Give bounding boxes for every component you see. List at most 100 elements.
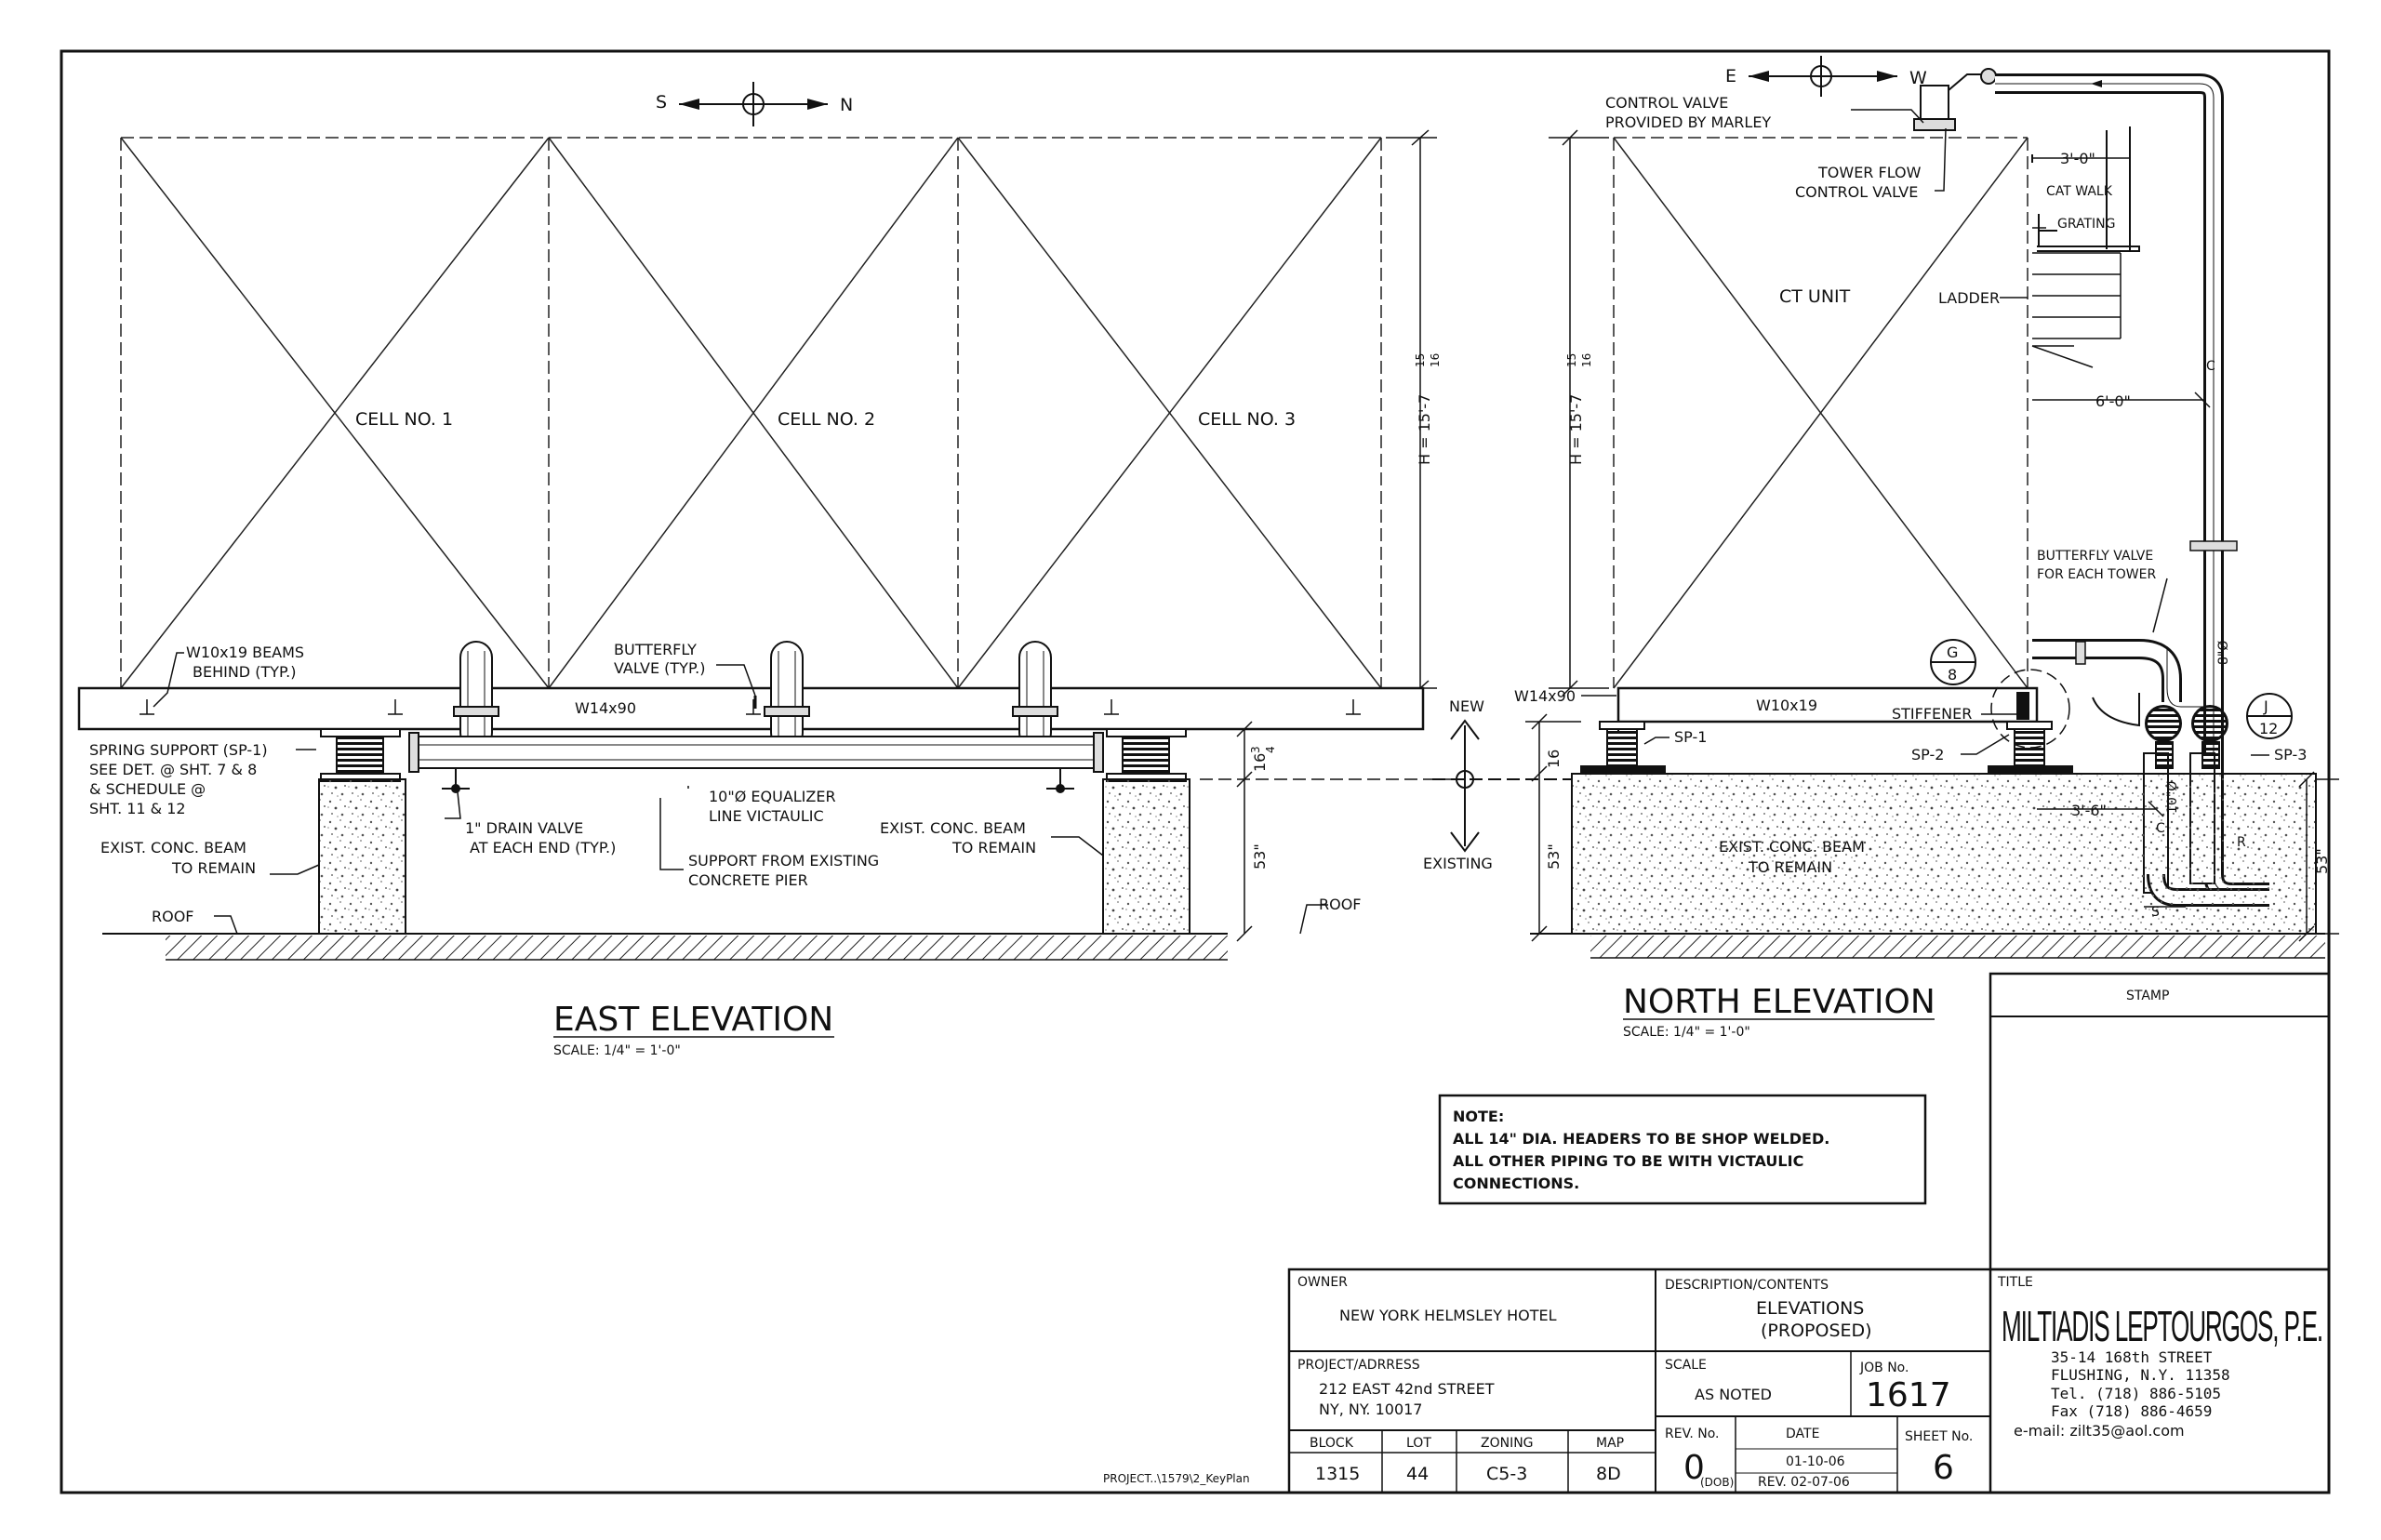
existing-label: EXISTING	[1423, 855, 1493, 872]
engineer-line1: 35-14 168th STREET	[2051, 1348, 2213, 1366]
rev-date: REV. 02-07-06	[1758, 1475, 1850, 1490]
zoning-label: ZONING	[1481, 1436, 1534, 1451]
exist-beam-left-line1: EXIST. CONC. BEAM	[100, 839, 246, 856]
north-height-frac-num: 15	[1565, 353, 1578, 367]
note-title: NOTE:	[1453, 1108, 1504, 1125]
equalizer-line2: LINE VICTAULIC	[709, 807, 824, 825]
tower-flow-line2: CONTROL VALVE	[1795, 183, 1918, 201]
detail-j-top: J	[2263, 697, 2268, 715]
compass-north-e: E	[1725, 66, 1736, 86]
concrete-pier-right	[1103, 779, 1190, 934]
north-dim-53: 53"	[1545, 843, 1563, 870]
butterfly-each-line1: BUTTERFLY VALVE	[2037, 549, 2153, 564]
drain-valve-line1: 1" DRAIN VALVE	[465, 819, 583, 837]
desc-line1: ELEVATIONS	[1756, 1298, 1864, 1319]
sp2-label: SP-2	[1911, 746, 1944, 763]
rev-dob: (DOB)	[1700, 1476, 1734, 1489]
east-vertical-dims	[1200, 722, 1451, 941]
east-elevation-title: EAST ELEVATION	[553, 1001, 833, 1039]
beam-w10x19	[1618, 688, 2037, 722]
east-dim-16-den: 4	[1264, 746, 1277, 753]
north-elevation: E W CT UNIT H = 15'-7 15 16	[1423, 56, 2339, 1040]
title-block-text: STAMP OWNER NEW YORK HELMSLEY HOTEL DESC…	[1103, 989, 2324, 1490]
sp3-label: SP-3	[2274, 746, 2307, 763]
east-height-text: H = 15'-7	[1416, 394, 1433, 465]
s-label: S	[2151, 905, 2160, 920]
block-label: BLOCK	[1310, 1436, 1354, 1451]
project-line1: 212 EAST 42nd STREET	[1319, 1380, 1495, 1398]
drain-valves	[442, 768, 1074, 792]
pipe-8-label: 8"Ø	[2216, 641, 2231, 665]
east-elevation-scale: SCALE: 1/4" = 1'-0"	[553, 1043, 681, 1058]
riser-pipes	[454, 642, 1057, 749]
detail-j-bottom: 12	[2259, 720, 2278, 737]
w10-beams-line1: W10x19 BEAMS	[186, 644, 304, 661]
block-value: 1315	[1315, 1464, 1360, 1484]
ct-unit-label: CT UNIT	[1779, 286, 1851, 307]
date-value: 01-10-06	[1786, 1454, 1845, 1469]
sheet-label: SHEET No.	[1905, 1429, 1973, 1444]
beam-w14x90	[79, 688, 1423, 729]
ladder	[2032, 253, 2121, 367]
engineer-name: MILTIADIS LEPTOURGOS, P.E.	[2002, 1302, 2322, 1350]
spring-supports-north	[1581, 722, 2072, 774]
cell-label-2: CELL NO. 2	[778, 409, 875, 430]
pipe-10-label: 10"Ø	[2165, 781, 2180, 814]
lot-label: LOT	[1406, 1436, 1431, 1451]
job-label: JOB No.	[1859, 1361, 1909, 1375]
job-value: 1617	[1866, 1376, 1951, 1414]
centerline-1: C	[2206, 359, 2215, 374]
owner-value: NEW YORK HELMSLEY HOTEL	[1339, 1307, 1557, 1324]
stamp-label: STAMP	[2126, 989, 2169, 1003]
new-label: NEW	[1449, 697, 1484, 715]
engineer-line4: Fax (718) 886-4659	[2051, 1402, 2212, 1420]
roof-right-label: ROOF	[1319, 896, 1362, 913]
detail-g-top: G	[1947, 644, 1958, 661]
title-label: TITLE	[1997, 1275, 2033, 1290]
engineer-line2: FLUSHING, N.Y. 11358	[2051, 1366, 2230, 1384]
detail-g-bottom: 8	[1948, 666, 1957, 684]
note-box: NOTE: ALL 14" DIA. HEADERS TO BE SHOP WE…	[1440, 1095, 1925, 1203]
detail-bubble-g8: G 8	[1931, 640, 1975, 684]
support-pier-line1: SUPPORT FROM EXISTING	[688, 852, 879, 870]
north-dim-16: 16	[1545, 750, 1563, 768]
control-valve-line2: PROVIDED BY MARLEY	[1605, 113, 1771, 131]
east-dim-53: 53"	[1251, 843, 1269, 870]
sheet-border	[61, 51, 2329, 1493]
note-line1: ALL 14" DIA. HEADERS TO BE SHOP WELDED.	[1453, 1130, 1829, 1148]
exist-beam-left-line2: TO REMAIN	[171, 859, 256, 877]
tower-flow-line1: TOWER FLOW	[1817, 164, 1922, 181]
map-value: 8D	[1596, 1464, 1621, 1484]
compass-east-n: N	[840, 95, 853, 115]
new-existing-marker	[1432, 721, 1572, 851]
w10-label: W10x19	[1756, 697, 1817, 714]
spring-support-line2: SEE DET. @ SHT. 7 & 8	[89, 761, 257, 778]
cell-label-3: CELL NO. 3	[1198, 409, 1296, 430]
note-line2: ALL OTHER PIPING TO BE WITH VICTAULIC	[1453, 1152, 1803, 1170]
project-label: PROJECT/ADRRESS	[1297, 1358, 1420, 1373]
cell-label-1: CELL NO. 1	[355, 409, 453, 430]
w10-beams-line2: BEHIND (TYP.)	[193, 663, 296, 681]
centerline-2: C	[2156, 821, 2165, 836]
compass-north-w: W	[1909, 68, 1927, 88]
project-path: PROJECT..\1579\2_KeyPlan	[1103, 1472, 1250, 1485]
east-height-frac-den: 16	[1429, 353, 1442, 367]
spring-supports-east	[321, 729, 1186, 781]
north-dim-53-right: 53"	[2313, 848, 2331, 874]
north-height-frac-den: 16	[1580, 353, 1593, 367]
title-block	[1289, 974, 2329, 1493]
desc-line2: (PROPOSED)	[1761, 1321, 1872, 1341]
catwalk	[2032, 126, 2139, 251]
stiffener-label: STIFFENER	[1892, 705, 1972, 723]
east-leaders	[153, 653, 1328, 934]
beam-w14x90-label: W14x90	[575, 699, 636, 717]
east-elevation: S N CELL NO. 1 CELL NO. 2 CELL NO. 3	[79, 82, 1451, 1058]
support-pier-line2: CONCRETE PIER	[688, 871, 808, 889]
north-elevation-title: NORTH ELEVATION	[1623, 983, 1935, 1021]
desc-label: DESCRIPTION/CONTENTS	[1665, 1278, 1829, 1293]
dim-3-6: 3'-6"	[2071, 802, 2107, 819]
rev-value: 0	[1683, 1449, 1705, 1487]
detail-bubble-j12: J 12	[2247, 694, 2292, 738]
north-elevation-scale: SCALE: 1/4" = 1'-0"	[1623, 1025, 1750, 1040]
